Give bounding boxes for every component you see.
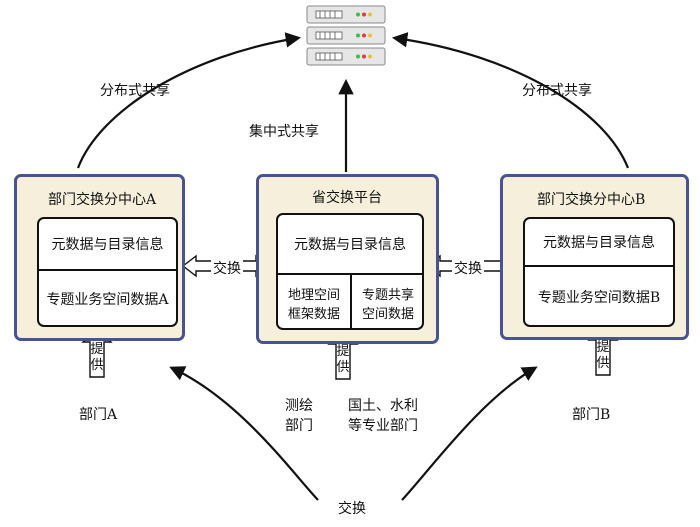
data-box: 元数据与目录信息 地理空间 框架数据 专题共享 空间数据 (276, 213, 424, 330)
panel-exchange-center-a: 部门交换分中心A 元数据与目录信息 专题业务空间数据A (14, 174, 185, 341)
divider (525, 265, 673, 267)
panel-exchange-center-b: 部门交换分中心B 元数据与目录信息 专题业务空间数据B (500, 174, 689, 340)
label-surveying-department: 测绘 部门 (285, 396, 313, 436)
label-line: 测绘 (285, 398, 313, 414)
arrow-exchange-bottom-left (169, 366, 319, 501)
server-rack-icon (306, 5, 386, 66)
label-department-b: 部门B (572, 407, 611, 423)
row-thematic-data: 专题业务空间数据B (537, 290, 661, 306)
label-centralized: 集中式共享 (249, 124, 319, 140)
provide-char: 提 (596, 340, 610, 355)
label-professional-departments: 国土、水利 等专业部门 (342, 396, 424, 436)
label-department-a: 部门A (79, 407, 118, 423)
arrow-distributed-right (391, 32, 630, 169)
panel-title: 部门交换分中心A (48, 192, 157, 208)
arrow-exchange-bottom-right (401, 366, 538, 501)
label-distributed-left: 分布式共享 (100, 83, 170, 99)
arrow-distributed-left (76, 32, 302, 169)
data-box: 元数据与目录信息 专题业务空间数据B (523, 217, 675, 327)
cell-thematic-shared: 专题共享 空间数据 (352, 286, 422, 324)
provide-label-b: 提 供 (596, 340, 610, 372)
cell-line: 地理空间 (287, 288, 340, 303)
provide-char: 供 (596, 356, 610, 371)
panel-title: 部门交换分中心B (537, 192, 646, 208)
divider (350, 275, 352, 328)
row-thematic-data: 专题业务空间数据A (46, 292, 169, 308)
panel-title: 省交换平台 (312, 190, 382, 206)
cell-geospatial-framework: 地理空间 框架数据 (278, 286, 350, 324)
data-box: 元数据与目录信息 专题业务空间数据A (37, 217, 178, 327)
label-exchange-bottom: 交换 (338, 501, 366, 517)
row-metadata: 元数据与目录信息 (543, 235, 655, 251)
label-line: 等专业部门 (348, 418, 418, 434)
divider (39, 269, 176, 271)
cell-line: 空间数据 (361, 307, 414, 322)
row-metadata: 元数据与目录信息 (51, 237, 164, 253)
provide-char: 供 (336, 360, 350, 375)
provide-char: 供 (90, 358, 104, 373)
divider (278, 273, 422, 275)
label-line: 国土、水利 (348, 398, 418, 414)
provide-char: 提 (90, 342, 104, 357)
provide-char: 提 (336, 344, 350, 359)
cell-line: 专题共享 (361, 288, 414, 303)
label-exchange-left: 交换 (211, 258, 243, 278)
cell-line: 框架数据 (287, 307, 340, 322)
row-metadata: 元数据与目录信息 (294, 237, 406, 253)
panel-provincial-platform: 省交换平台 元数据与目录信息 地理空间 框架数据 专题共享 空间数据 (256, 174, 439, 344)
provide-label-a: 提 供 (90, 342, 104, 374)
provide-label-platform: 提 供 (336, 344, 350, 376)
label-exchange-right: 交换 (452, 258, 484, 278)
label-line: 部门 (285, 418, 313, 434)
label-distributed-right: 分布式共享 (522, 83, 592, 99)
